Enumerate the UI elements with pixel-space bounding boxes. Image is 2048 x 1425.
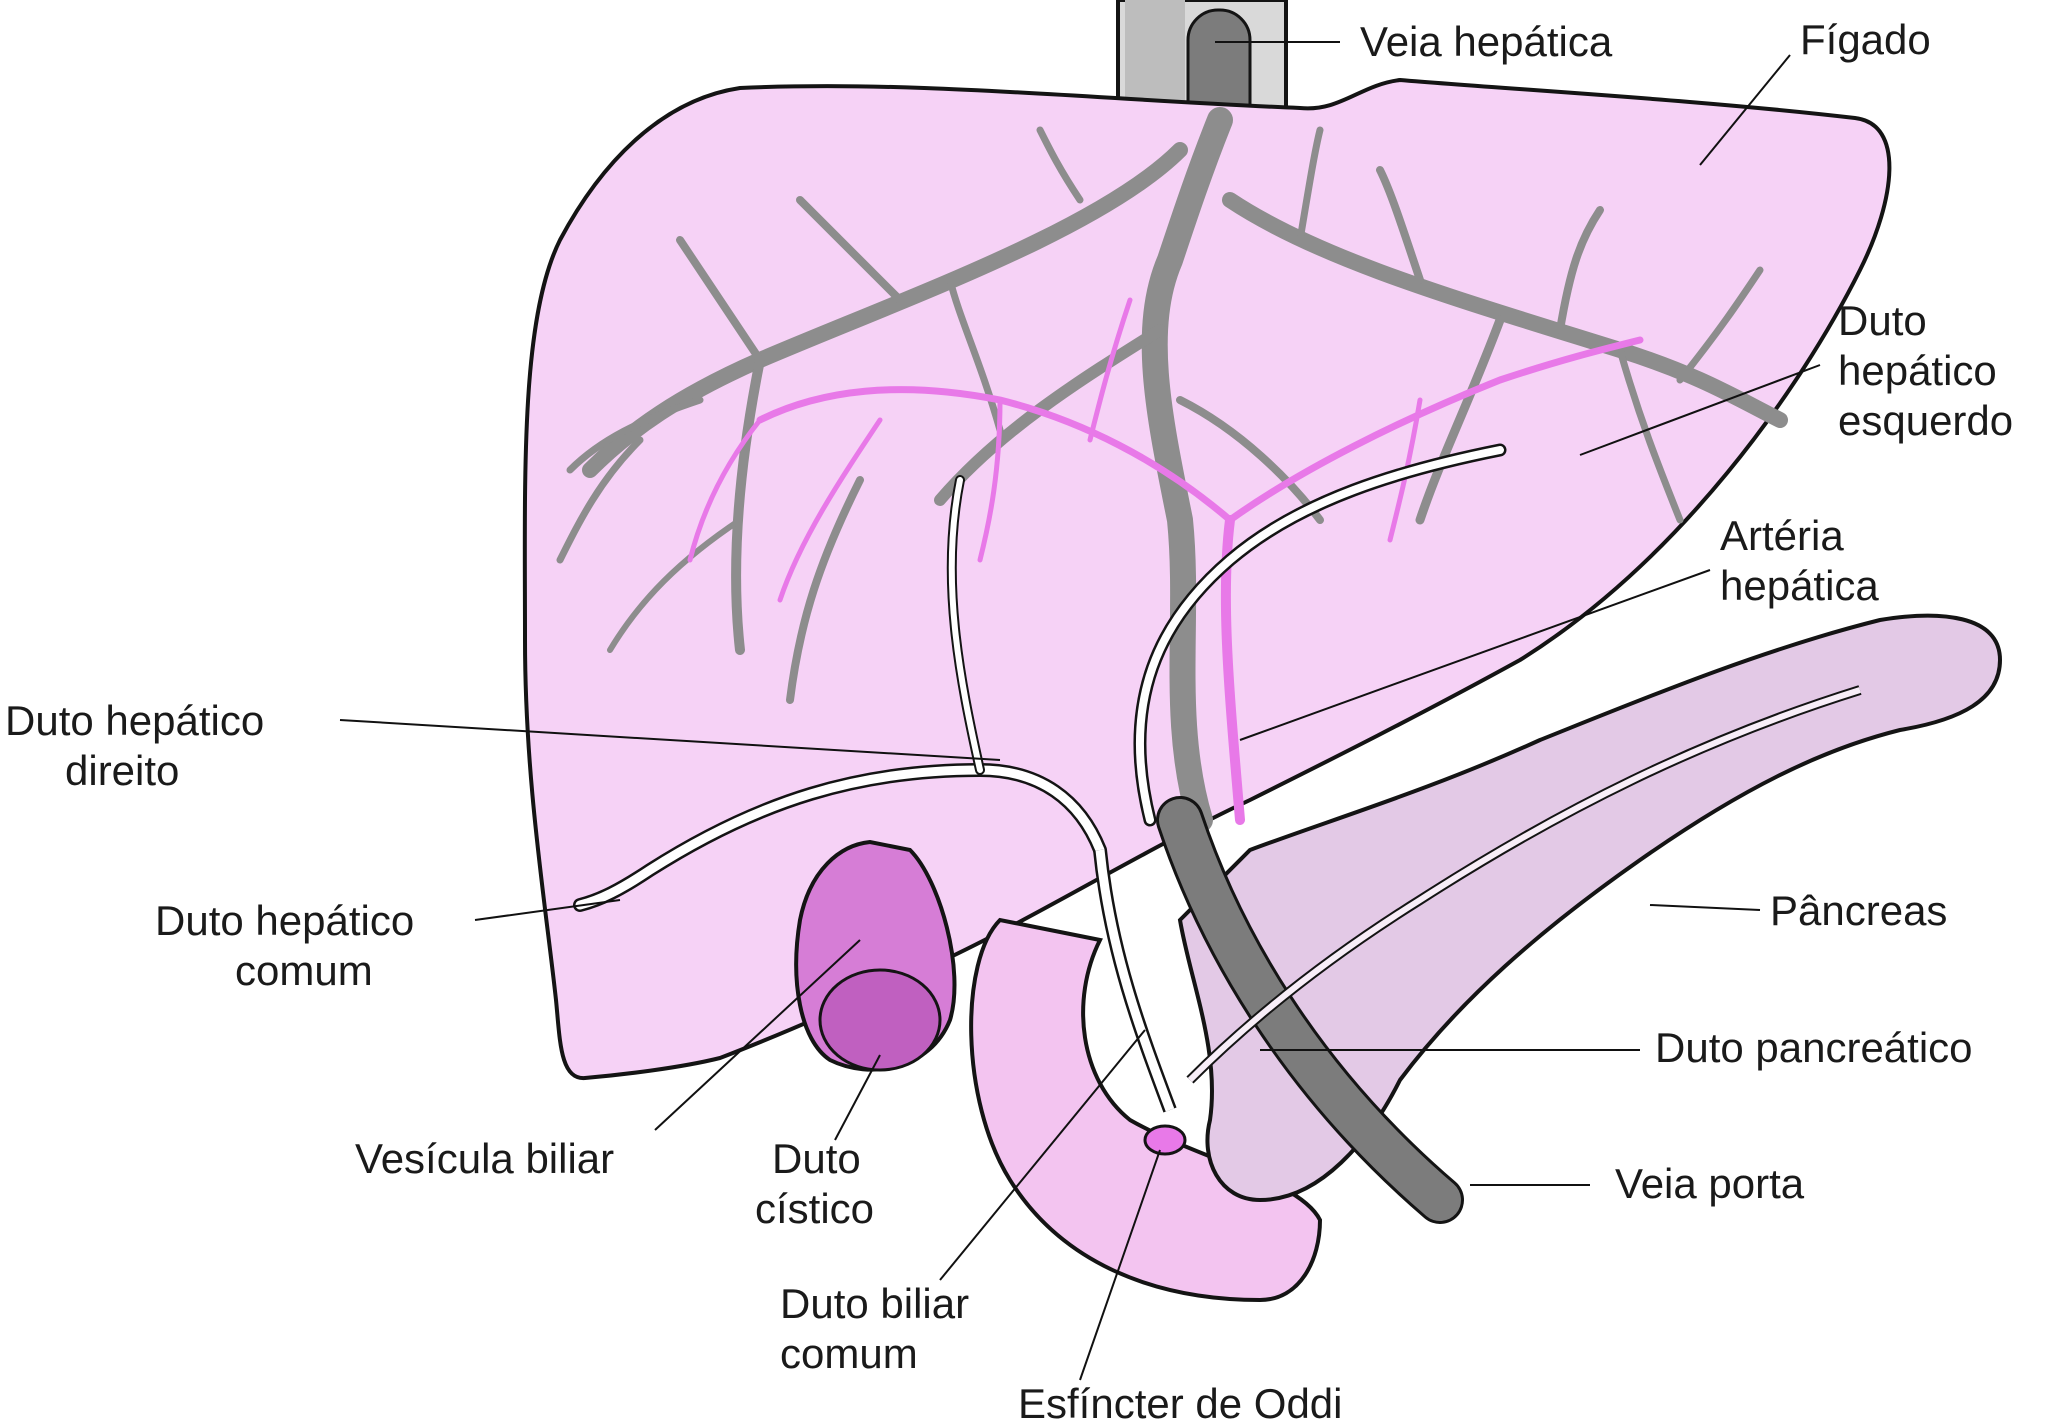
label-duto-biliar-comum-1: Duto biliar	[780, 1280, 969, 1327]
sphincter-of-oddi	[1143, 1124, 1187, 1156]
hepatic-vein-tree	[556, 107, 1788, 833]
label-duto-hepatico-comum-1: Duto hepático	[155, 897, 414, 944]
label-duto-hepatico-esquerdo-3: esquerdo	[1838, 397, 2013, 444]
pancreatic-duct	[1186, 685, 1862, 1084]
label-pancreas: Pâncreas	[1770, 887, 1947, 934]
label-arteria-hepatica-2: hepática	[1720, 562, 1879, 609]
label-figado: Fígado	[1800, 16, 1931, 63]
label-duto-hepatico-comum-2: comum	[235, 947, 373, 994]
duodenum	[969, 917, 1323, 1303]
label-duto-hepatico-esquerdo-1: Duto	[1838, 297, 1927, 344]
label-duto-hepatico-direito-2: direito	[65, 747, 179, 794]
leader-lines	[339, 41, 1821, 1381]
label-duto-hepatico-direito-1: Duto hepático	[5, 697, 264, 744]
label-veia-porta: Veia porta	[1615, 1160, 1805, 1207]
label-vesicula-biliar: Vesícula biliar	[355, 1135, 614, 1182]
pancreas	[1177, 613, 2003, 1203]
bile-duct-tree	[573, 443, 1507, 912]
gallbladder	[794, 839, 957, 1072]
label-duto-cistico-1: Duto	[772, 1135, 861, 1182]
label-arteria-hepatica-1: Artéria	[1720, 512, 1844, 559]
label-duto-hepatico-esquerdo-2: hepático	[1838, 347, 1997, 394]
label-esfincter-de-oddi: Esfíncter de Oddi	[1018, 1380, 1343, 1425]
label-duto-biliar-comum-2: comum	[780, 1330, 918, 1377]
label-duto-cistico-2: cístico	[755, 1185, 874, 1232]
label-duto-pancreatico: Duto pancreático	[1655, 1024, 1973, 1071]
label-veia-hepatica: Veia hepática	[1360, 18, 1613, 65]
common-bile-duct	[1093, 849, 1177, 1113]
